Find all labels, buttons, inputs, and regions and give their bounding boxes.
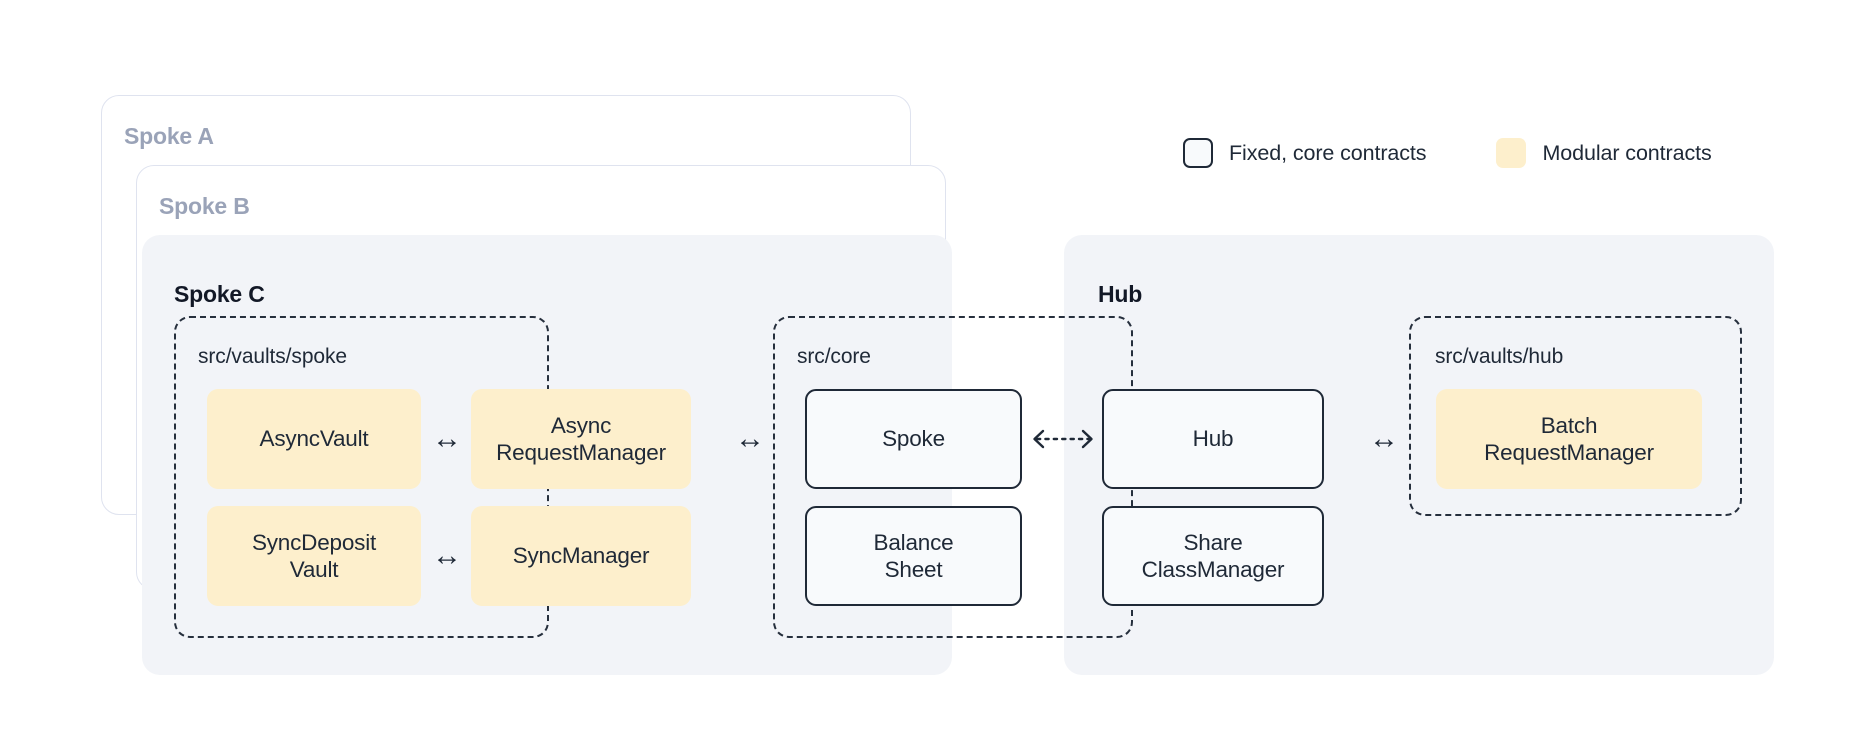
panel-spoke-c-title: Spoke C <box>174 281 265 307</box>
legend-label-core-contracts: Fixed, core contracts <box>1229 140 1427 165</box>
square-filled-icon <box>1496 138 1527 168</box>
module-group-vaults-hub-label: src/vaults/hub <box>1435 345 1564 368</box>
node-sync-manager[interactable]: SyncManager <box>471 506 691 606</box>
legend-label-modular-contracts: Modular contracts <box>1542 140 1712 165</box>
panel-hub-title: Hub <box>1098 281 1143 307</box>
node-hub[interactable]: Hub <box>1102 389 1324 489</box>
legend: Fixed, core contracts Modular contracts <box>1183 138 1712 168</box>
square-outline-icon <box>1183 138 1213 168</box>
module-group-vaults-spoke-label: src/vaults/spoke <box>198 345 347 368</box>
spoke-card-a-label: Spoke A <box>124 123 214 149</box>
bidirectional-dotted-arrow-icon <box>1026 421 1100 457</box>
node-spoke[interactable]: Spoke <box>805 389 1022 489</box>
bidirectional-arrow-icon: ↔ <box>735 422 765 455</box>
spoke-card-b-label: Spoke B <box>159 193 250 219</box>
node-async-vault[interactable]: AsyncVault <box>207 389 421 489</box>
bidirectional-arrow-icon: ↔ <box>432 422 462 455</box>
bidirectional-arrow-icon: ↔ <box>432 539 462 572</box>
module-group-vaults-hub: src/vaults/hub <box>1409 316 1742 516</box>
legend-item-core-contracts: Fixed, core contracts <box>1183 138 1427 168</box>
bidirectional-arrow-icon: ↔ <box>1369 422 1399 455</box>
module-group-core-label: src/core <box>797 345 871 368</box>
legend-item-modular-contracts: Modular contracts <box>1496 138 1712 168</box>
